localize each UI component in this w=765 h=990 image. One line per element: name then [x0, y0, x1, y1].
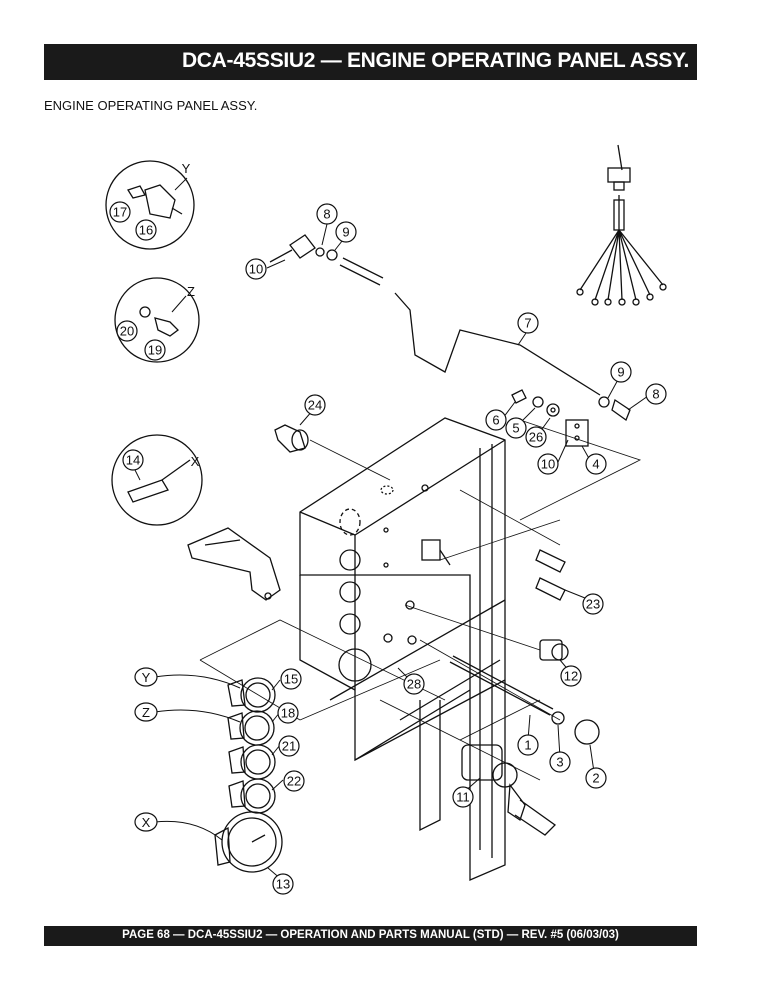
- part-number-8: 8: [323, 207, 330, 222]
- part-number-19: 19: [148, 343, 162, 358]
- gauge-stack: [214, 677, 283, 873]
- detail-circle-y: [105, 160, 195, 250]
- part-number-1: 1: [524, 738, 531, 753]
- callout-bubble: [272, 873, 294, 895]
- wiring-harness: [576, 144, 667, 306]
- part-number-22: 22: [287, 774, 301, 789]
- detail-letter-z: Z: [187, 284, 195, 299]
- part-number-9: 9: [342, 225, 349, 240]
- gauge-ref-y: Y: [142, 670, 151, 685]
- callout-bubble: [582, 593, 604, 615]
- cable-clamp-top: [269, 234, 338, 263]
- callout-bubble: [452, 786, 474, 808]
- callout-bubble: [109, 201, 131, 223]
- callout-bubble: [537, 453, 559, 475]
- gauge-ref-z: Z: [142, 705, 150, 720]
- part-number-16: 16: [139, 223, 153, 238]
- detail-letter-y: Y: [182, 161, 191, 176]
- callout-bubble: [585, 767, 607, 789]
- operating-panel-box: [299, 417, 506, 881]
- ignition-key-switch: [461, 744, 557, 836]
- callout-bubble: [560, 665, 582, 687]
- fuse-holders: [535, 549, 566, 601]
- part-number-8: 8: [652, 387, 659, 402]
- callout-bubble: [304, 394, 326, 416]
- callout-bubble: [549, 751, 571, 773]
- part-number-12: 12: [564, 669, 578, 684]
- header-bar: DCA-45SSIU2 — ENGINE OPERATING PANEL ASS…: [44, 44, 697, 80]
- part-number-10: 10: [249, 262, 263, 277]
- part-number-9: 9: [617, 365, 624, 380]
- part-number-14: 14: [126, 453, 140, 468]
- callout-bubble: [517, 734, 539, 756]
- part-number-23: 23: [586, 597, 600, 612]
- choke-cable: [339, 257, 601, 396]
- panel-switch-12: [539, 639, 569, 661]
- callout-bubble: [316, 203, 338, 225]
- detail-letter-x: X: [191, 454, 200, 469]
- part-number-11: 11: [456, 790, 470, 805]
- callout-bubble: [335, 221, 357, 243]
- gauge-ref-x: X: [142, 815, 151, 830]
- callout-bubble: [485, 409, 507, 431]
- part-number-18: 18: [281, 706, 295, 721]
- part-number-26: 26: [529, 430, 543, 445]
- detail-circle-z: [114, 277, 200, 363]
- callout-bubble: [116, 320, 138, 342]
- callout-bubble: [122, 449, 144, 471]
- part-number-7: 7: [524, 316, 531, 331]
- part-number-2: 2: [592, 771, 599, 786]
- callout-bubble: [144, 339, 166, 361]
- mounting-bracket: [187, 527, 281, 601]
- footer-bar: PAGE 68 — DCA-45SSIU2 — OPERATION AND PA…: [44, 926, 697, 946]
- callout-bubble: [278, 735, 300, 757]
- part-number-20: 20: [120, 324, 134, 339]
- detail-circle-x: [111, 434, 203, 526]
- callout-bubble: [135, 219, 157, 241]
- part-number-6: 6: [492, 413, 499, 428]
- part-number-4: 4: [592, 457, 599, 472]
- callout-bubble: [505, 417, 527, 439]
- part-number-21: 21: [282, 739, 296, 754]
- page-title: DCA-45SSIU2 — ENGINE OPERATING PANEL ASS…: [181, 49, 689, 72]
- callout-bubble: [585, 453, 607, 475]
- part-number-24: 24: [308, 398, 322, 413]
- callout-bubble: [277, 702, 299, 724]
- part-number-13: 13: [276, 877, 290, 892]
- part-number-28: 28: [407, 677, 421, 692]
- part-number-17: 17: [113, 205, 127, 220]
- part-number-5: 5: [512, 421, 519, 436]
- callout-bubble: [645, 383, 667, 405]
- pilot-lamp: [274, 424, 309, 453]
- callout-bubble: [403, 673, 425, 695]
- footer-text: PAGE 68 — DCA-45SSIU2 — OPERATION AND PA…: [122, 929, 619, 941]
- part-number-10: 10: [541, 457, 555, 472]
- shaft-and-caps: [449, 655, 600, 745]
- toggle-switch: [421, 539, 451, 566]
- callout-bubble: [610, 361, 632, 383]
- section-subtitle: ENGINE OPERATING PANEL ASSY.: [44, 98, 258, 113]
- callout-bubble: [525, 426, 547, 448]
- callout-bubble: [245, 258, 267, 280]
- assembly-guide-lines: [199, 419, 642, 781]
- part-number-3: 3: [556, 755, 563, 770]
- part-number-15: 15: [284, 672, 298, 687]
- callout-bubble: [283, 770, 305, 792]
- callout-bubble: [280, 668, 302, 690]
- cable-hardware-right: [511, 389, 631, 447]
- callout-bubble: [517, 312, 539, 334]
- callout-leaders: [130, 177, 649, 881]
